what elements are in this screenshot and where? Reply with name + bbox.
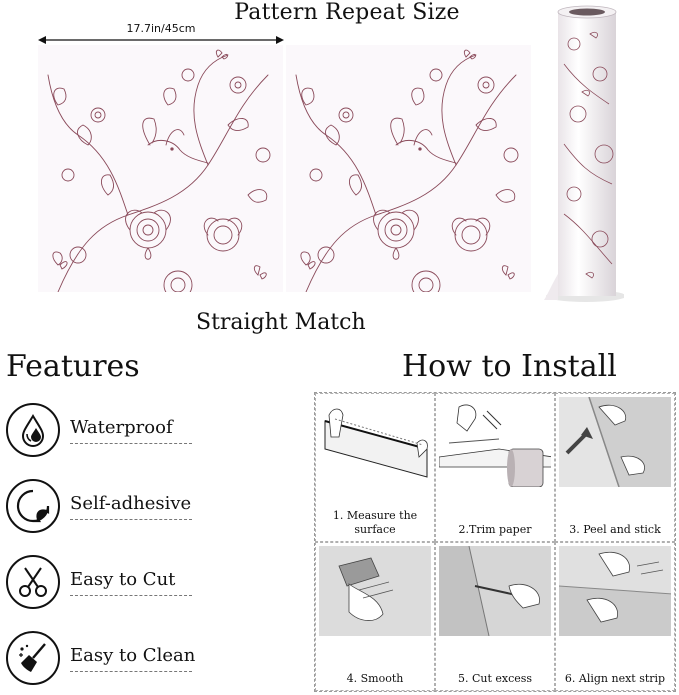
measurement-arrow-icon [38, 36, 284, 44]
measurement-indicator: 17.7in/45cm [38, 22, 284, 44]
broom-clean-icon [6, 631, 60, 685]
feature-divider [70, 443, 192, 444]
measurement-label: 17.7in/45cm [126, 22, 196, 35]
install-steps-grid: 1. Measure the surface 2.Trim paper [314, 392, 676, 692]
step-caption: 2.Trim paper [458, 523, 532, 536]
feature-divider [70, 595, 192, 596]
feature-label: Easy to Clean [70, 645, 196, 666]
floral-pattern-illustration [47, 49, 271, 292]
step-caption: 4. Smooth [346, 672, 404, 685]
install-step-1: 1. Measure the surface [315, 393, 435, 542]
install-step-5: 5. Cut excess [435, 542, 555, 691]
scissors-icon [6, 555, 60, 609]
straight-match-label: Straight Match [196, 310, 366, 335]
step-caption: 6. Align next strip [564, 672, 666, 685]
wallpaper-roll-image [534, 4, 626, 304]
align-next-strip-illustration [559, 546, 671, 636]
feature-self-adhesive: Self-adhesive [0, 479, 200, 543]
smooth-illustration [319, 546, 431, 636]
feature-label: Self-adhesive [70, 493, 192, 514]
pattern-repeat-title: Pattern Repeat Size [234, 0, 460, 25]
feature-divider [70, 671, 192, 672]
water-drops-icon [6, 403, 60, 457]
install-step-2: 2.Trim paper [435, 393, 555, 542]
install-step-6: 6. Align next strip [555, 542, 675, 691]
how-to-install-title: How to Install [402, 349, 617, 384]
floral-pattern-illustration [295, 49, 519, 292]
feature-easy-to-clean: Easy to Clean [0, 631, 200, 695]
peel-sticker-icon [6, 479, 60, 533]
install-step-4: 4. Smooth [315, 542, 435, 691]
install-step-3: 3. Peel and stick [555, 393, 675, 542]
feature-easy-to-cut: Easy to Cut [0, 555, 200, 619]
step-caption: 3. Peel and stick [569, 523, 661, 536]
feature-waterproof: Waterproof [0, 403, 200, 467]
step-caption: 1. Measure the surface [332, 509, 418, 536]
pattern-panel-right [286, 45, 531, 292]
measure-surface-illustration [319, 397, 431, 487]
features-title: Features [6, 349, 140, 384]
feature-divider [70, 519, 192, 520]
cut-excess-illustration [439, 546, 551, 636]
feature-label: Easy to Cut [70, 569, 176, 590]
feature-label: Waterproof [70, 417, 173, 438]
step-caption: 5. Cut excess [457, 672, 533, 685]
trim-paper-illustration [439, 397, 551, 487]
peel-and-stick-illustration [559, 397, 671, 487]
pattern-panel-left [38, 45, 283, 292]
